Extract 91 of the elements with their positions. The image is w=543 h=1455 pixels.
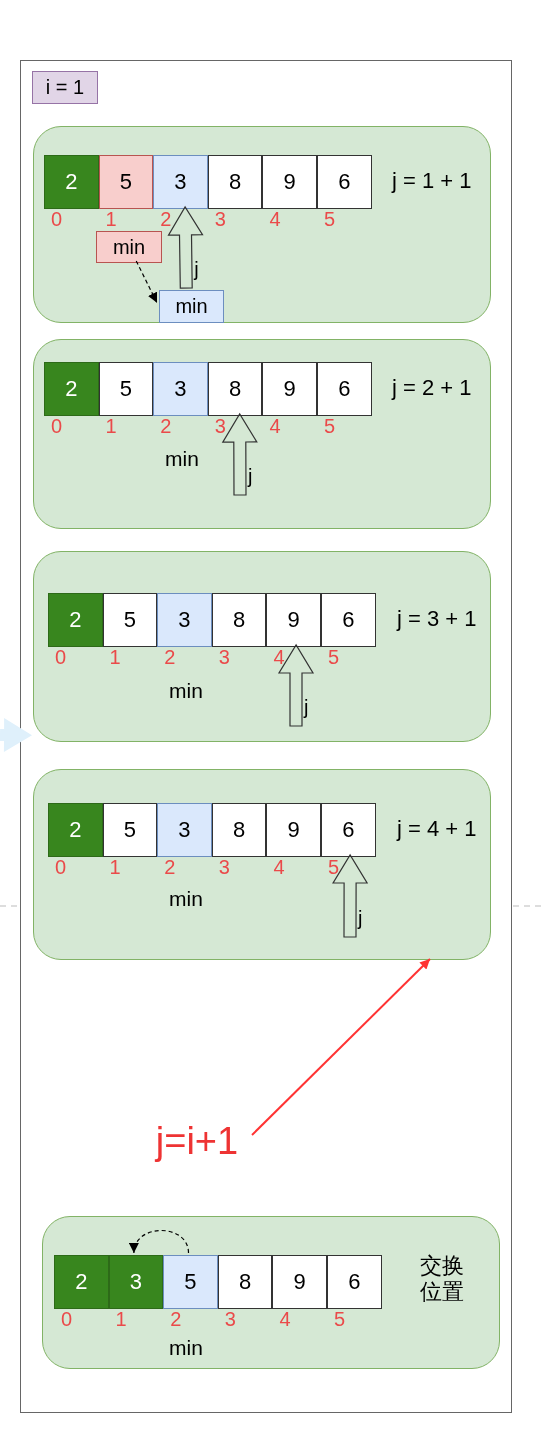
variable-box: i = 1	[32, 71, 98, 104]
index-number: 4	[269, 208, 281, 230]
index-number: 1	[109, 646, 121, 668]
index-number: 2	[164, 646, 176, 668]
step-label: j = 2 + 1	[392, 375, 472, 401]
index-number: 5	[328, 646, 340, 668]
step-label: j = 4 + 1	[397, 816, 477, 842]
array-cell: 6	[321, 593, 376, 647]
min-marker-box: min	[96, 231, 162, 263]
index-number: 3	[224, 1308, 236, 1330]
array-cell: 3	[153, 155, 208, 209]
array-cell: 5	[163, 1255, 218, 1309]
step-label: 交换位置	[420, 1253, 465, 1305]
array-cell: 3	[157, 593, 212, 647]
step-label: j = 3 + 1	[397, 606, 477, 632]
index-number: 5	[334, 1308, 346, 1330]
array-cell: 9	[272, 1255, 327, 1309]
index-number: 0	[55, 856, 67, 878]
edge-label: j	[248, 465, 253, 487]
array-cell: 3	[153, 362, 208, 416]
index-number: 5	[324, 415, 336, 437]
index-number: 0	[51, 415, 63, 437]
min-label: min	[169, 678, 203, 704]
index-number: 1	[105, 415, 117, 437]
array-cell: 5	[98, 155, 154, 209]
index-number: 4	[273, 856, 285, 878]
min-label: min	[165, 446, 199, 472]
array-cell: 6	[317, 155, 372, 209]
index-number: 1	[115, 1308, 127, 1330]
step-panel	[33, 769, 491, 960]
block-arrow	[332, 853, 369, 938]
edge-label: j	[304, 696, 309, 718]
block-arrow	[167, 205, 204, 289]
block-arrow	[221, 412, 258, 496]
index-number: 5	[324, 208, 336, 230]
index-number: 5	[328, 856, 340, 878]
index-number: 3	[218, 856, 230, 878]
array-cell: 5	[102, 593, 158, 647]
array-cell: 5	[102, 803, 158, 857]
arrow	[251, 958, 431, 1136]
block-arrow	[277, 643, 315, 727]
step-panel	[33, 551, 491, 742]
array-cell: 8	[217, 1255, 273, 1309]
block-arrow	[0, 718, 32, 752]
index-number: 0	[61, 1308, 73, 1330]
array-cell: 2	[48, 803, 103, 857]
array-cell: 6	[317, 362, 372, 416]
array-cell: 9	[266, 803, 321, 857]
edge-label: j	[194, 258, 199, 280]
array-cell: 2	[54, 1255, 109, 1309]
array-cell: 3	[108, 1255, 164, 1309]
formula-text: j=i+1	[141, 1116, 253, 1166]
index-number: 2	[160, 415, 172, 437]
array-cell: 9	[262, 362, 317, 416]
array-cell: 6	[327, 1255, 382, 1309]
array-cell: 8	[211, 593, 267, 647]
edge-label: j	[358, 907, 363, 929]
index-number: 0	[55, 646, 67, 668]
index-number: 2	[170, 1308, 182, 1330]
min-label: min	[169, 886, 203, 912]
index-number: 0	[51, 208, 63, 230]
index-number: 3	[218, 646, 230, 668]
index-number: 4	[269, 415, 281, 437]
curved-arrow	[130, 1229, 190, 1254]
array-cell: 8	[207, 362, 263, 416]
frame-box	[20, 60, 512, 1413]
step-panel	[33, 126, 491, 323]
index-number: 4	[279, 1308, 291, 1330]
index-number: 1	[105, 208, 117, 230]
index-number: 3	[214, 208, 226, 230]
step-panel	[33, 339, 491, 529]
index-number: 3	[214, 415, 226, 437]
arrow	[135, 260, 158, 304]
array-cell: 8	[211, 803, 267, 857]
array-cell: 6	[321, 803, 376, 857]
array-cell: 3	[157, 803, 212, 857]
array-cell: 2	[48, 593, 103, 647]
array-cell: 5	[98, 362, 154, 416]
array-cell: 9	[266, 593, 321, 647]
array-cell: 8	[207, 155, 263, 209]
step-panel	[42, 1216, 500, 1369]
index-number: 4	[273, 646, 285, 668]
index-number: 2	[164, 856, 176, 878]
step-label: j = 1 + 1	[392, 168, 472, 194]
index-number: 2	[160, 208, 172, 230]
array-cell: 2	[44, 155, 99, 209]
array-cell: 9	[262, 155, 317, 209]
min-label: min	[169, 1335, 203, 1361]
array-cell: 2	[44, 362, 99, 416]
index-number: 1	[109, 856, 121, 878]
min-marker-box: min	[159, 290, 224, 323]
